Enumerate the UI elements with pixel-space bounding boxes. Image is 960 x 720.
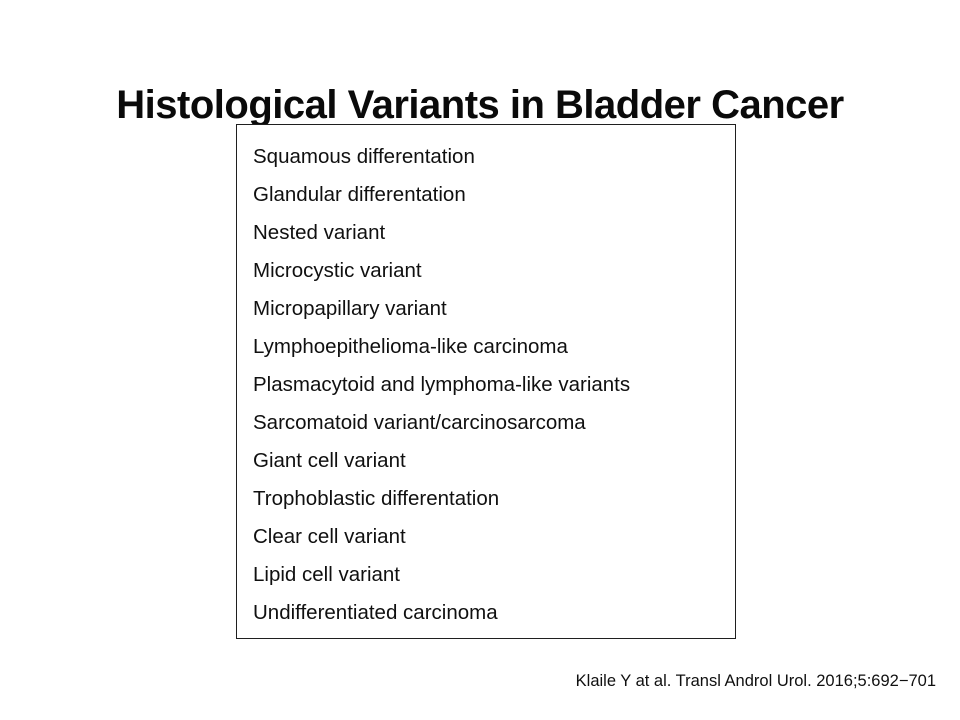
variant-item: Glandular differentation [253, 183, 466, 206]
variant-item: Giant cell variant [253, 449, 406, 472]
slide-title: Histological Variants in Bladder Cancer [116, 82, 844, 127]
variant-item: Lipid cell variant [253, 563, 400, 586]
variant-item: Microcystic variant [253, 259, 422, 282]
variant-item: Sarcomatoid variant/carcinosarcoma [253, 411, 586, 434]
variant-item: Nested variant [253, 221, 386, 244]
variant-item: Plasmacytoid and lymphoma-like variants [253, 373, 631, 396]
variant-item: Trophoblastic differentation [253, 487, 500, 510]
variant-item: Micropapillary variant [253, 297, 447, 320]
citation-text: Klaile Y at al. Transl Androl Urol. 2016… [575, 672, 936, 690]
variant-item: Lymphoepithelioma-like carcinoma [253, 335, 568, 358]
variant-item: Undifferentiated carcinoma [253, 601, 498, 624]
variants-box: Squamous differentation Glandular differ… [236, 124, 736, 639]
variants-list: Squamous differentation Glandular differ… [237, 125, 735, 632]
variant-item: Clear cell variant [253, 525, 406, 548]
variant-item: Squamous differentation [253, 145, 475, 168]
